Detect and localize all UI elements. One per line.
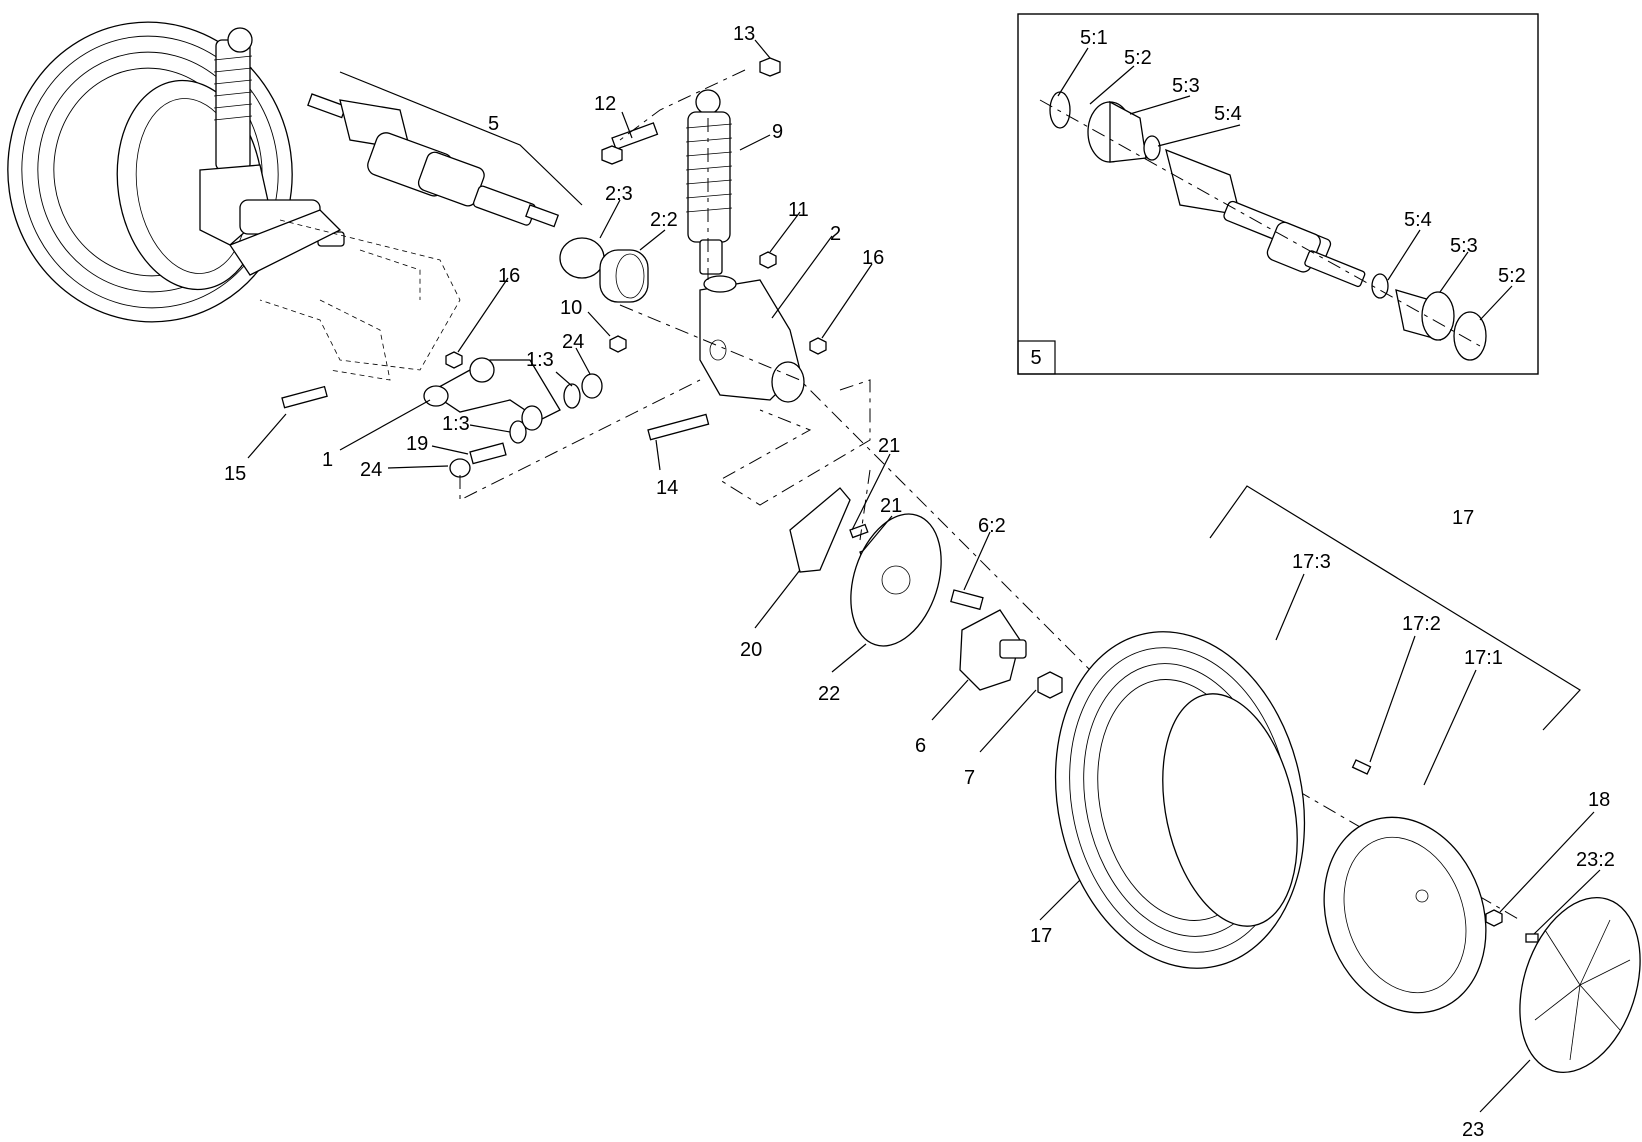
callout-23: 23 [1462, 1119, 1484, 1141]
callout-14: 14 [656, 477, 678, 499]
callout-5-1: 5:1 [1080, 27, 1108, 49]
drive-shaft [307, 71, 583, 228]
callout-1: 1 [322, 449, 333, 471]
bracket-17 [1209, 485, 1581, 731]
rear-shock [685, 89, 733, 275]
callout-labels: 13 12 9 5 2:3 2:2 11 2 16 16 10 24 1:3 1… [224, 23, 1615, 1141]
rear-wheel-tire [1054, 631, 1306, 969]
callout-13: 13 [733, 23, 755, 45]
callout-21-lower: 21 [880, 495, 902, 517]
callout-16-right: 16 [862, 247, 884, 269]
callout-5-2-bottom: 5:2 [1498, 265, 1526, 287]
callout-24-upper: 24 [562, 331, 584, 353]
small-hardware [281, 57, 984, 611]
callout-23-2: 23:2 [1576, 849, 1615, 871]
inset-box-label: 5 [1030, 347, 1041, 369]
hub-cap [1519, 897, 1641, 1073]
inset-detail-drive-shaft: 5 [1017, 13, 1539, 375]
callout-11: 11 [788, 199, 809, 221]
callout-10: 10 [560, 297, 582, 319]
callout-9: 9 [772, 121, 783, 143]
callout-17-top: 17 [1452, 507, 1474, 529]
callout-17-2: 17:2 [1402, 613, 1441, 635]
callout-17-3: 17:3 [1292, 551, 1331, 573]
callout-20: 20 [740, 639, 762, 661]
callout-17-bottom: 17 [1030, 925, 1052, 947]
callout-16-left: 16 [498, 265, 520, 287]
callout-21-upper: 21 [878, 435, 900, 457]
callout-1-3-lower: 1:3 [442, 413, 470, 435]
callout-5-3-top: 5:3 [1172, 75, 1200, 97]
knuckle [699, 275, 805, 403]
callout-1-3-upper: 1:3 [526, 349, 554, 371]
callout-2-2: 2:2 [650, 209, 678, 231]
control-arm [423, 357, 561, 431]
callout-18: 18 [1588, 789, 1610, 811]
callout-12: 12 [594, 93, 616, 115]
callout-6: 6 [915, 735, 926, 757]
callout-5-3-bottom: 5:3 [1450, 235, 1478, 257]
callout-5: 5 [488, 113, 499, 135]
callout-5-4-bottom: 5:4 [1404, 209, 1432, 231]
callout-5-4-top: 5:4 [1214, 103, 1242, 125]
leader-lines [247, 39, 1601, 1113]
callout-15: 15 [224, 463, 246, 485]
hub-assembly [789, 487, 1063, 699]
callout-6-2: 6:2 [978, 515, 1006, 537]
callout-2-3: 2:3 [605, 183, 633, 205]
callout-2: 2 [830, 223, 841, 245]
callout-17-1: 17:1 [1464, 647, 1503, 669]
callout-19: 19 [406, 433, 428, 455]
left-wheel-assembly [7, 21, 461, 381]
rim [1323, 759, 1539, 1014]
callout-22: 22 [818, 683, 840, 705]
callout-5-2-top: 5:2 [1124, 47, 1152, 69]
callout-24-lower: 24 [360, 459, 382, 481]
callout-7: 7 [964, 767, 975, 789]
